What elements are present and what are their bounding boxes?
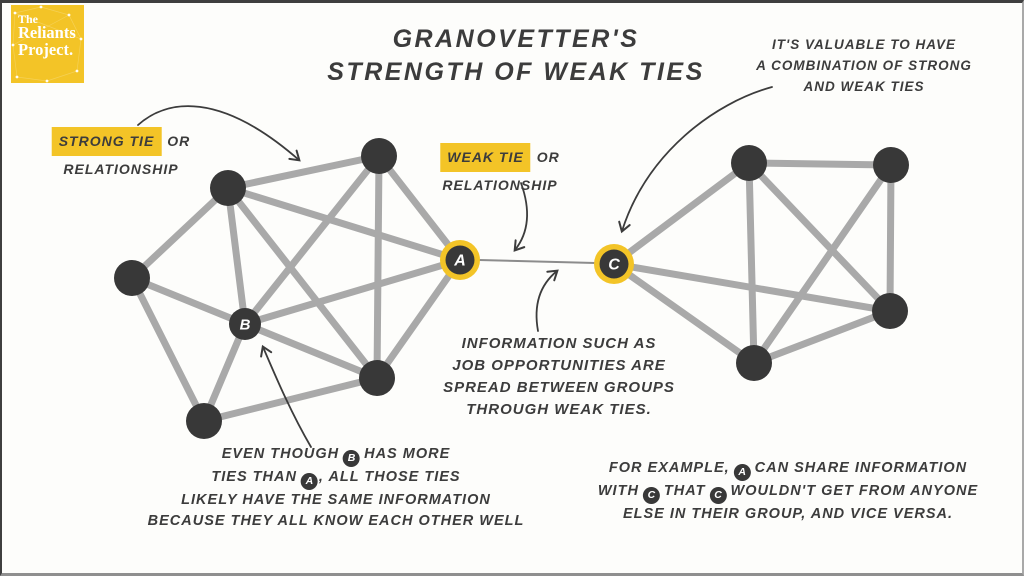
right-cluster-node [731,145,767,181]
node-a-label: A [453,253,466,270]
logo-line-reliants: Reliants [18,23,76,43]
logo-line-the: The [18,12,39,26]
right-cluster-node [736,345,772,381]
node-a-inline-badge: A [300,473,318,490]
text-segment: WOULDN'T GET FROM ANYONE [730,483,979,499]
logo-network-pattern [11,5,83,83]
strong-tie-edge [610,260,758,367]
strong-tie-edge [200,374,381,425]
annotation-line: SPREAD BETWEEN GROUPS [443,379,675,396]
title-line-1: GRANOVETTER'S [392,25,640,53]
annotation-valuable: IT'S VALUABLE TO HAVE A COMBINATION OF S… [756,34,972,97]
annotation-line: JOB OPPORTUNITIES ARE [452,357,666,374]
left-cluster-strong-ties [128,152,464,425]
weak-tie-label: WEAK TIE OR RELATIONSHIP [440,143,559,198]
annotation-line: LIKELY HAVE THE SAME INFORMATION [181,492,491,508]
strong-tie-label: STRONG TIE OR RELATIONSHIP [51,127,191,182]
node-c-inline-badge: C [642,487,660,504]
node-a [445,245,475,275]
node-a-inline-badge: A [733,464,751,481]
text-segment: WITH [597,483,639,499]
left-cluster-node [186,403,222,439]
strong-tie-edge [224,152,383,192]
strong-tie-line2: RELATIONSHIP [63,161,179,177]
node-b [229,308,261,340]
strong-tie-edge [241,256,464,328]
logo-line-project: Project. [18,40,74,60]
text-segment: , ALL THOSE TIES [318,469,461,485]
strong-tie-edge [128,184,232,282]
strong-tie-edge [241,320,381,382]
strong-tie-edge [745,159,894,315]
annotation-line: THROUGH WEAK TIES. [466,401,652,418]
node-b-inline-badge: B [343,450,361,467]
text-segment: HAS MORE [364,446,451,462]
strong-tie-edge [745,159,895,169]
right-cluster-strong-ties [610,159,895,367]
node-b-label: B [240,317,251,334]
strong-tie-edge [373,256,464,382]
strong-tie-edge [750,161,895,367]
arrow-strong-tie [137,105,301,162]
strong-tie-suffix: OR [167,133,191,149]
right-cluster-node [872,293,908,329]
left-cluster-node [210,170,246,206]
logo-wordmark: The Reliants Project. [18,13,76,59]
strong-tie-edge [375,152,464,264]
node-c-inline-badge: C [709,487,727,504]
reliants-project-logo: The Reliants Project. [11,5,84,83]
left-cluster-node [114,260,150,296]
arrow-to-node-b [260,344,312,448]
node-c [599,249,629,279]
network-diagram: B A C [114,86,909,448]
annotation-line: ELSE IN THEIR GROUP, AND VICE VERSA. [622,506,954,522]
strong-tie-edge [224,184,464,264]
annotation-info: INFORMATION SUCH AS JOB OPPORTUNITIES AR… [443,333,675,421]
strong-tie-edge [745,159,758,367]
weak-tie-suffix: OR [536,149,560,165]
title-line-2: STRENGTH OF WEAK TIES [327,58,705,86]
strong-tie-edge [610,159,753,268]
text-segment: FOR EXAMPLE, [608,460,730,476]
strong-tie-edge [128,274,249,328]
weak-tie-highlight: WEAK TIE [440,143,531,172]
strong-tie-edge [128,274,208,425]
strong-tie-edge [750,307,894,367]
left-cluster-node [361,138,397,174]
node-c-label: C [608,257,620,274]
annotation-line: AND WEAK TIES [803,79,925,94]
weak-tie-line2: RELATIONSHIP [442,177,558,193]
text-segment: CAN SHARE INFORMATION [754,460,968,476]
weak-tie-line [478,259,596,264]
arrow-info-to-weak-tie [535,269,559,332]
annotation-line: INFORMATION SUCH AS [461,335,657,352]
strong-tie-edge [224,184,249,328]
strong-tie-highlight: STRONG TIE [51,127,162,156]
annotation-line: IT'S VALUABLE TO HAVE [772,37,956,52]
right-cluster-node [873,147,909,183]
annotation-line: A COMBINATION OF STRONG [756,58,972,73]
strong-tie-edge [373,152,383,382]
arrow-weak-tie [513,182,529,252]
text-segment: THAT [663,483,706,499]
page-title: GRANOVETTER'S STRENGTH OF WEAK TIES [327,23,705,89]
text-segment: EVEN THOUGH [221,446,340,462]
arrow-valuable-to-c [618,86,773,234]
strong-tie-edge [241,152,383,328]
strong-tie-edge [886,161,895,315]
network-nodes [114,138,909,439]
annotation-line: BECAUSE THEY ALL KNOW EACH OTHER WELL [147,512,525,529]
strong-tie-edge [224,184,381,382]
text-segment: TIES THAN [211,469,297,485]
left-cluster-node [359,360,395,396]
